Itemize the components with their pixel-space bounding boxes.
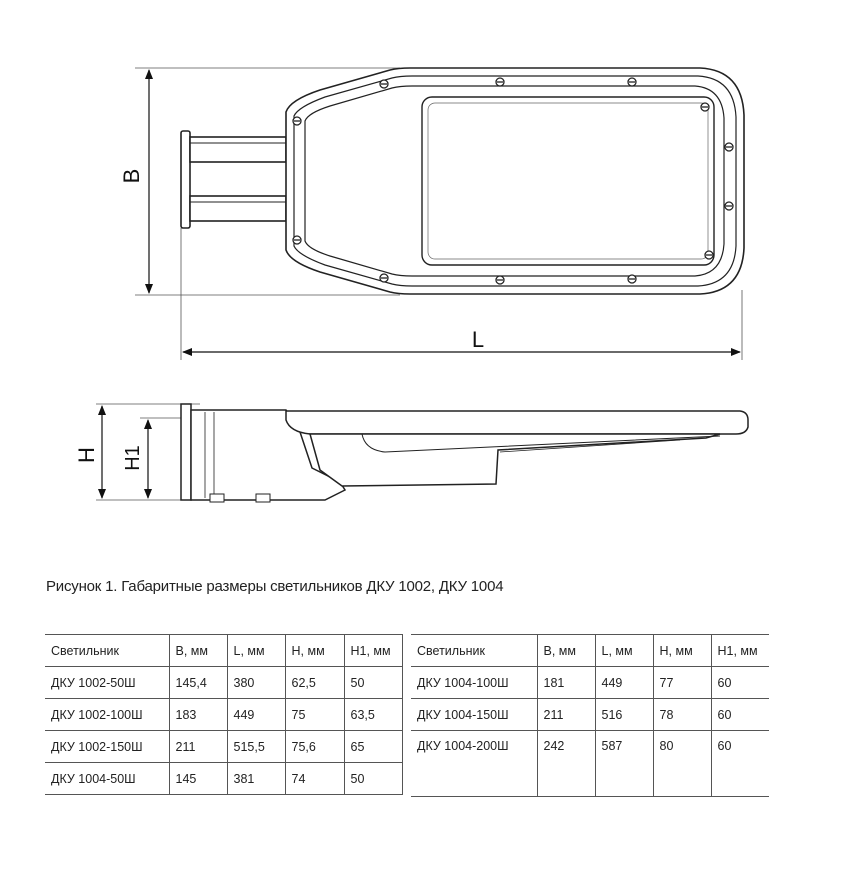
top-view — [135, 67, 745, 360]
table-row: ДКУ 1004-50Ш 145 381 74 50 — [45, 762, 403, 795]
table-row: ДКУ 1004-200Ш 242 587 80 60 — [411, 730, 769, 797]
table-row: ДКУ 1004-150Ш 211 516 78 60 — [411, 698, 769, 731]
header-cell: Светильник — [411, 634, 537, 667]
table-cell: 449 — [594, 666, 653, 699]
table-cell: ДКУ 1002-100Ш — [45, 698, 169, 731]
table-cell: 60 — [710, 666, 769, 699]
dimension-drawing: B L H H1 — [74, 67, 749, 503]
body-outline — [285, 67, 745, 295]
header-cell: H1, мм — [710, 634, 769, 667]
header-cell: H, мм — [652, 634, 711, 667]
table-cell: 181 — [536, 666, 595, 699]
table-cell: 50 — [343, 666, 403, 699]
table-cell: 516 — [594, 698, 653, 731]
side-housing-lower — [309, 433, 721, 487]
table-cell: 211 — [536, 698, 595, 731]
side-view — [96, 403, 749, 503]
screws — [292, 77, 734, 285]
table-cell: 60 — [710, 730, 769, 797]
table-cell: ДКУ 1002-50Ш — [45, 666, 169, 699]
spec-table-left: Светильник B, мм L, мм H, мм H1, мм ДКУ … — [45, 634, 403, 795]
table-cell: 145 — [168, 762, 227, 795]
table-cell: 78 — [652, 698, 711, 731]
table-row: ДКУ 1002-50Ш 145,4 380 62,5 50 — [45, 666, 403, 699]
header-cell: H, мм — [284, 634, 344, 667]
table-cell: 183 — [168, 698, 227, 731]
table-cell: 62,5 — [284, 666, 344, 699]
header-cell: B, мм — [536, 634, 595, 667]
table-cell: ДКУ 1004-100Ш — [411, 666, 537, 699]
side-flange — [180, 403, 192, 501]
table-cell: 211 — [168, 730, 227, 763]
table-cell: ДКУ 1004-150Ш — [411, 698, 537, 731]
label-l: L — [472, 327, 484, 352]
table-header-row: Светильник B, мм L, мм H, мм H1, мм — [45, 634, 403, 667]
table-cell: 74 — [284, 762, 344, 795]
header-cell: B, мм — [168, 634, 227, 667]
table-cell: 515,5 — [226, 730, 285, 763]
header-cell: L, мм — [594, 634, 653, 667]
mount-flange — [180, 130, 191, 229]
body-frame — [304, 85, 725, 277]
mount-tube-lower — [189, 195, 287, 222]
body-inner-rim — [293, 75, 737, 287]
mount-tube-upper — [189, 136, 287, 163]
table-cell: 75,6 — [284, 730, 344, 763]
table-cell: 75 — [284, 698, 344, 731]
table-cell: 77 — [652, 666, 711, 699]
label-h: H — [74, 447, 99, 463]
label-b: B — [119, 169, 144, 184]
figure-caption: Рисунок 1. Габаритные размеры светильник… — [46, 578, 504, 595]
table-cell: 80 — [652, 730, 711, 797]
table-row: ДКУ 1004-100Ш 181 449 77 60 — [411, 666, 769, 699]
side-housing-top — [285, 410, 749, 435]
table-cell: ДКУ 1004-200Ш — [411, 730, 537, 797]
table-cell: 381 — [226, 762, 285, 795]
table-cell: ДКУ 1004-50Ш — [45, 762, 169, 795]
table-cell: 60 — [710, 698, 769, 731]
label-h1: H1 — [122, 445, 144, 471]
table-cell: 65 — [343, 730, 403, 763]
table-cell: ДКУ 1002-150Ш — [45, 730, 169, 763]
header-cell: H1, мм — [343, 634, 403, 667]
table-cell: 380 — [226, 666, 285, 699]
table-cell: 449 — [226, 698, 285, 731]
table-header-row: Светильник B, мм L, мм H, мм H1, мм — [411, 634, 769, 667]
spec-table-right: Светильник B, мм L, мм H, мм H1, мм ДКУ … — [411, 634, 769, 797]
table-cell: 242 — [536, 730, 595, 797]
table-cell: 145,4 — [168, 666, 227, 699]
table-cell: 63,5 — [343, 698, 403, 731]
table-row: ДКУ 1002-100Ш 183 449 75 63,5 — [45, 698, 403, 731]
table-cell: 50 — [343, 762, 403, 795]
header-cell: L, мм — [226, 634, 285, 667]
header-cell: Светильник — [45, 634, 169, 667]
table-cell: 587 — [594, 730, 653, 797]
lens-window — [421, 96, 715, 266]
table-row: ДКУ 1002-150Ш 211 515,5 75,6 65 — [45, 730, 403, 763]
